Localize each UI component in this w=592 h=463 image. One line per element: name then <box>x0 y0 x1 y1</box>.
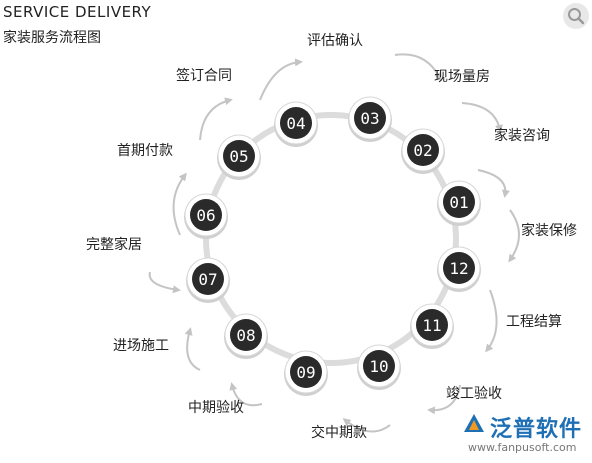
magnifier-icon <box>568 8 585 25</box>
step-label: 现场量房 <box>434 69 490 85</box>
page-title-en: SERVICE DELIVERY <box>3 3 152 21</box>
step-node-01: 01 <box>437 180 481 226</box>
step-node-disc <box>192 263 224 295</box>
step-label: 进场施工 <box>113 338 169 354</box>
step-number: 04 <box>286 114 305 133</box>
flow-arrow-3 <box>259 58 303 101</box>
step-node-disc <box>280 107 312 139</box>
flow-arrow-10 <box>427 384 461 415</box>
step-number: 02 <box>413 141 432 160</box>
step-node-disc <box>416 309 448 341</box>
step-node-disc <box>230 319 262 351</box>
step-node-disc <box>354 102 386 134</box>
step-number: 01 <box>449 193 468 212</box>
flow-arrow-2 <box>394 53 442 81</box>
step-number: 07 <box>198 270 217 289</box>
flow-arrow-9 <box>342 418 391 433</box>
step-number: 12 <box>449 259 468 278</box>
step-node-disc <box>190 199 222 231</box>
flow-arrow-12 <box>508 209 520 263</box>
step-label: 竣工验收 <box>446 386 502 402</box>
step-node-disc <box>363 350 395 382</box>
zoom-button[interactable] <box>563 3 589 29</box>
step-number: 09 <box>296 363 315 382</box>
step-number: 08 <box>236 326 255 345</box>
flow-arrow-13 <box>477 169 510 198</box>
step-node-02: 02 <box>401 128 445 174</box>
watermark-url: www.fanpusoft.com <box>468 441 577 454</box>
flow-arrow-1 <box>461 102 503 133</box>
step-label: 家装咨询 <box>494 127 550 144</box>
watermark-brand: 泛普软件 <box>490 417 583 442</box>
step-node-disc <box>223 140 255 172</box>
step-node-09: 09 <box>284 350 328 396</box>
step-node-04: 04 <box>274 101 318 147</box>
step-node-disc <box>443 252 475 284</box>
flow-arrow-5 <box>172 172 187 236</box>
flow-arrow-8 <box>229 382 263 407</box>
step-number: 05 <box>229 147 248 166</box>
step-node-07: 07 <box>186 257 230 303</box>
step-number: 11 <box>422 316 441 335</box>
step-label: 完整家居 <box>86 236 142 253</box>
step-node-06: 06 <box>184 193 228 239</box>
page-title-cn: 家装服务流程图 <box>3 30 101 46</box>
step-label: 首期付款 <box>117 143 173 159</box>
step-node-11: 11 <box>410 303 454 349</box>
step-node-disc <box>290 356 322 388</box>
step-label: 评估确认 <box>307 33 363 49</box>
step-node-disc <box>407 134 439 166</box>
flow-arrow-6 <box>148 271 181 294</box>
step-node-12: 12 <box>437 246 481 292</box>
step-label: 交中期款 <box>311 424 367 441</box>
step-node-05: 05 <box>217 134 261 180</box>
step-label: 签订合同 <box>176 67 232 84</box>
flow-arrow-4 <box>199 97 233 141</box>
step-label: 家装保修 <box>521 222 577 239</box>
step-node-08: 08 <box>224 313 268 359</box>
flow-arrow-11 <box>485 289 498 353</box>
step-node-disc <box>443 186 475 218</box>
step-node-10: 10 <box>357 344 401 390</box>
fanpu-logo-icon <box>464 414 484 432</box>
step-label: 工程结算 <box>506 314 562 330</box>
step-number: 06 <box>196 206 215 225</box>
step-number: 10 <box>369 357 388 376</box>
step-number: 03 <box>360 109 379 128</box>
flow-arrow-7 <box>184 327 201 371</box>
step-label: 中期验收 <box>188 400 244 416</box>
step-node-03: 03 <box>348 96 392 142</box>
